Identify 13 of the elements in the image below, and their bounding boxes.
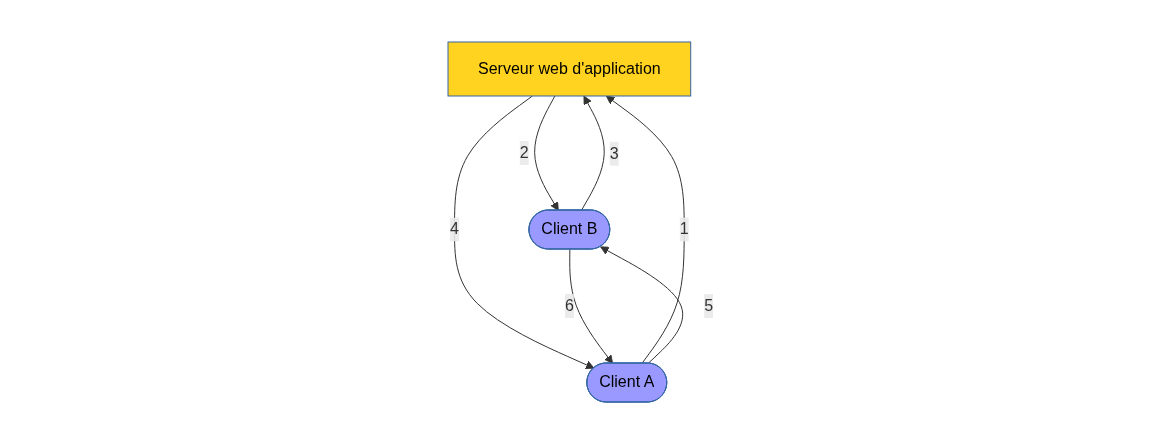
- arrow: [534, 95, 559, 211]
- edge-label: 1: [679, 219, 689, 237]
- arrow: [580, 95, 605, 211]
- edge-label: 3: [609, 144, 619, 162]
- edge-label: 6: [564, 296, 574, 314]
- edge-label: 2: [519, 143, 529, 161]
- arrow: [600, 245, 684, 364]
- arrow: [569, 248, 613, 364]
- edge-label: 4: [450, 219, 459, 237]
- arrow: [454, 95, 595, 369]
- node-box: Serveur web d'application: [447, 41, 692, 96]
- arrow: [605, 95, 685, 364]
- edge-label: 5: [704, 296, 714, 314]
